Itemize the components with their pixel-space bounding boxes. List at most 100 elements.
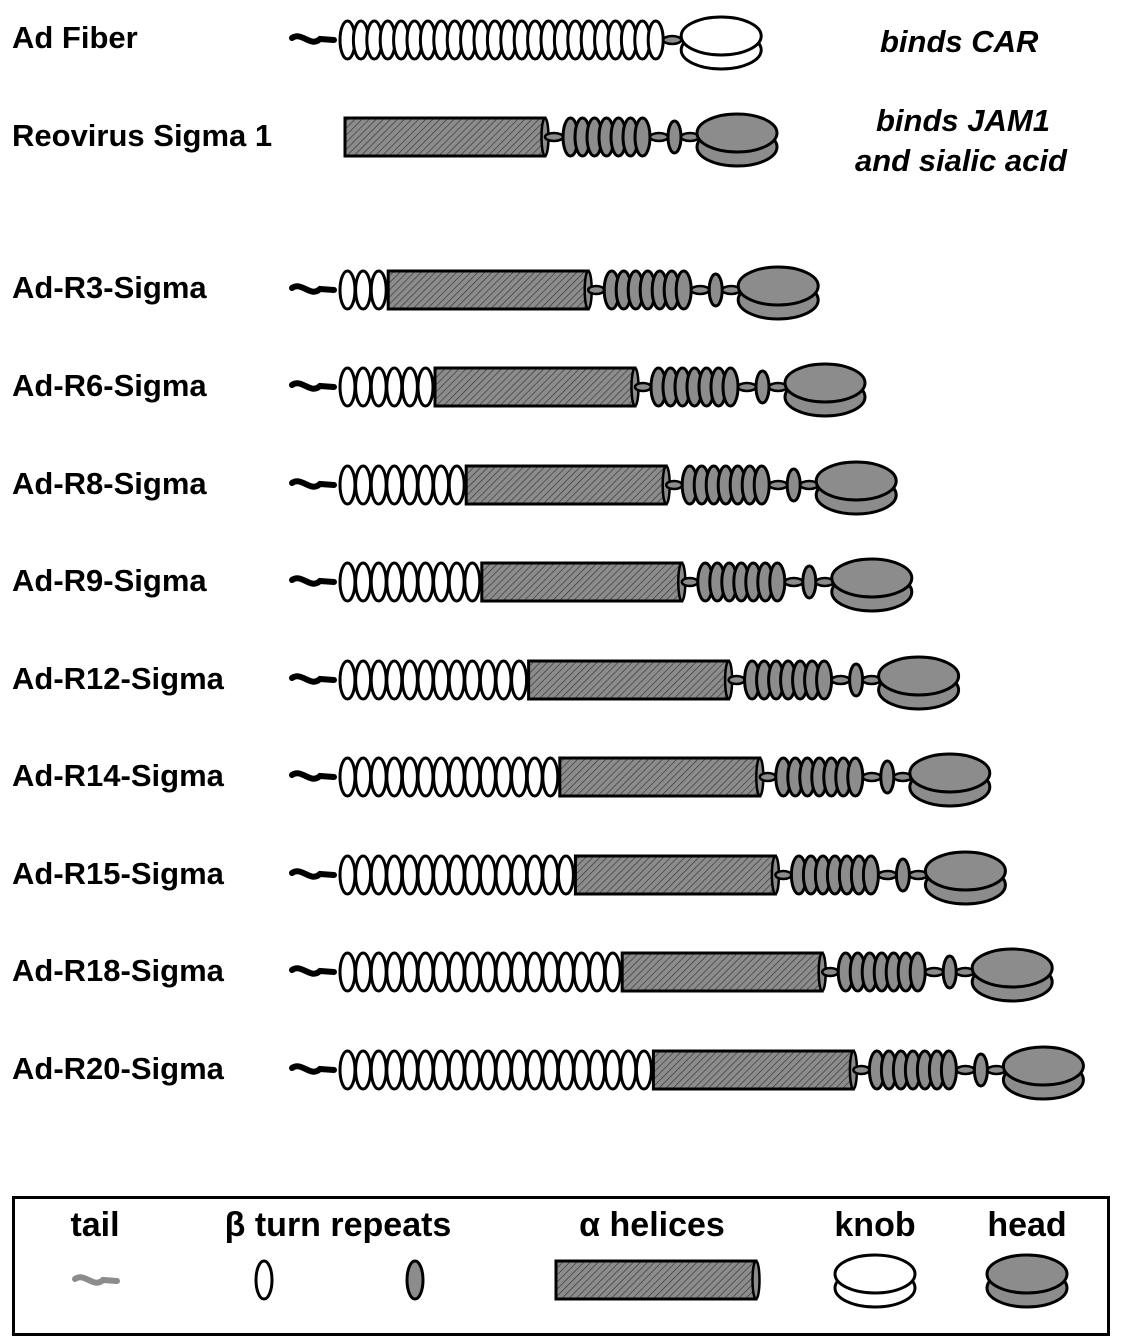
linker-icon xyxy=(830,674,851,686)
ad-beta-repeat-icon xyxy=(447,854,466,896)
ad-beta-repeat-icon xyxy=(354,756,373,798)
linker-icon xyxy=(820,966,840,978)
ad-beta-repeat-icon xyxy=(447,659,466,701)
ad-beta-repeat-icon xyxy=(354,1049,373,1091)
ad-beta-repeat-icon xyxy=(432,659,451,701)
ad-beta-repeat-icon xyxy=(385,366,404,408)
ad-beta-repeat-icon xyxy=(541,854,560,896)
ad-beta-repeat-icon xyxy=(416,854,435,896)
head-icon xyxy=(970,947,1054,989)
ad-beta-repeat-icon xyxy=(572,1049,591,1091)
construct-diagram-row xyxy=(289,362,867,418)
ad-beta-repeat-icon xyxy=(385,464,404,506)
construct-diagram-row xyxy=(289,850,1007,906)
linker-icon xyxy=(661,34,683,46)
construct-diagram-row xyxy=(343,112,779,168)
ad-beta-repeat-icon xyxy=(354,854,373,896)
ad-beta-repeat-icon xyxy=(463,1049,482,1091)
legend-sigma-beta-repeat-icon xyxy=(405,1259,425,1301)
sigma-beta-repeat-icon xyxy=(941,954,958,990)
ad-beta-repeat-icon xyxy=(400,951,419,993)
linker-icon xyxy=(774,869,793,881)
tail-icon xyxy=(289,575,337,587)
head-icon xyxy=(814,460,898,502)
note-binds-car: binds CAR xyxy=(880,24,1039,59)
construct-label-ad-r12: Ad-R12-Sigma xyxy=(12,661,224,696)
ad-beta-repeat-icon xyxy=(400,756,419,798)
tail-icon xyxy=(289,283,337,295)
linker-icon xyxy=(923,966,945,978)
construct-label-ad-r9: Ad-R9-Sigma xyxy=(12,563,207,598)
ad-beta-repeat-icon xyxy=(354,269,373,311)
ad-beta-repeat-icon xyxy=(432,561,451,603)
tail-icon xyxy=(289,673,337,685)
head-icon xyxy=(1001,1045,1085,1087)
ad-beta-repeat-icon xyxy=(510,951,529,993)
ad-beta-repeat-icon xyxy=(525,756,544,798)
ad-beta-repeat-icon xyxy=(354,659,373,701)
ad-beta-repeat-icon xyxy=(338,561,357,603)
ad-beta-repeat-icon xyxy=(478,1049,497,1091)
ad-beta-repeat-icon xyxy=(416,1049,435,1091)
ad-beta-repeat-icon xyxy=(369,1049,388,1091)
tail-icon xyxy=(289,965,337,977)
ad-beta-repeat-icon xyxy=(634,1049,653,1091)
ad-beta-repeat-icon xyxy=(385,854,404,896)
ad-beta-repeat-icon xyxy=(416,366,435,408)
ad-beta-repeat-icon xyxy=(556,854,575,896)
alpha-helix-icon xyxy=(343,116,547,158)
ad-beta-repeat-icon xyxy=(510,659,529,701)
linker-icon xyxy=(852,1064,871,1076)
ad-beta-repeat-icon xyxy=(447,756,466,798)
ad-beta-repeat-icon xyxy=(603,951,622,993)
sigma-beta-repeat-icon xyxy=(908,951,927,993)
ad-beta-repeat-icon xyxy=(338,464,357,506)
legend-knob-icon xyxy=(833,1253,917,1295)
ad-beta-repeat-icon xyxy=(447,561,466,603)
ad-beta-repeat-icon xyxy=(416,464,435,506)
linker-icon xyxy=(758,771,778,783)
head-icon xyxy=(923,850,1007,892)
ad-beta-repeat-icon xyxy=(494,854,513,896)
construct-diagram-row xyxy=(289,1045,1085,1101)
legend-label-knob: knob xyxy=(834,1206,916,1244)
ad-beta-repeat-icon xyxy=(447,464,466,506)
construct-label-ad-r3: Ad-R3-Sigma xyxy=(12,270,207,305)
sigma-beta-repeat-icon xyxy=(894,857,911,893)
ad-beta-repeat-icon xyxy=(385,756,404,798)
sigma-beta-repeat-icon xyxy=(815,659,834,701)
ad-beta-repeat-icon xyxy=(400,561,419,603)
ad-beta-repeat-icon xyxy=(525,1049,544,1091)
ad-beta-repeat-icon xyxy=(354,561,373,603)
ad-beta-repeat-icon xyxy=(354,464,373,506)
alpha-helix-icon xyxy=(620,951,824,993)
construct-diagram-row xyxy=(289,655,961,711)
ad-beta-repeat-icon xyxy=(354,951,373,993)
ad-beta-repeat-icon xyxy=(619,1049,638,1091)
sigma-beta-repeat-icon xyxy=(752,464,771,506)
ad-beta-repeat-icon xyxy=(447,951,466,993)
ad-beta-repeat-icon xyxy=(369,561,388,603)
construct-label-ad-r6: Ad-R6-Sigma xyxy=(12,368,207,403)
sigma-beta-repeat-icon xyxy=(972,1052,989,1088)
ad-beta-repeat-icon xyxy=(588,951,607,993)
ad-beta-repeat-icon xyxy=(478,854,497,896)
ad-beta-repeat-icon xyxy=(369,659,388,701)
ad-beta-repeat-icon xyxy=(432,464,451,506)
ad-beta-repeat-icon xyxy=(510,1049,529,1091)
legend-ad-beta-repeat-icon xyxy=(254,1259,274,1301)
linker-icon xyxy=(664,479,684,491)
legend-label-head: head xyxy=(987,1206,1067,1244)
ad-beta-repeat-icon xyxy=(369,854,388,896)
linker-icon xyxy=(861,771,883,783)
sigma-beta-repeat-icon xyxy=(666,119,683,155)
legend-label-alpha-helices: α helices xyxy=(579,1206,725,1244)
ad-beta-repeat-icon xyxy=(432,756,451,798)
legend-alpha-helix-cap-icon xyxy=(751,1259,761,1301)
ad-beta-repeat-icon xyxy=(354,366,373,408)
tail-icon xyxy=(289,478,337,490)
legend-box xyxy=(12,1196,1110,1336)
linker-icon xyxy=(955,1064,976,1076)
alpha-helix-icon xyxy=(480,561,684,603)
legend-head-icon xyxy=(985,1253,1069,1295)
